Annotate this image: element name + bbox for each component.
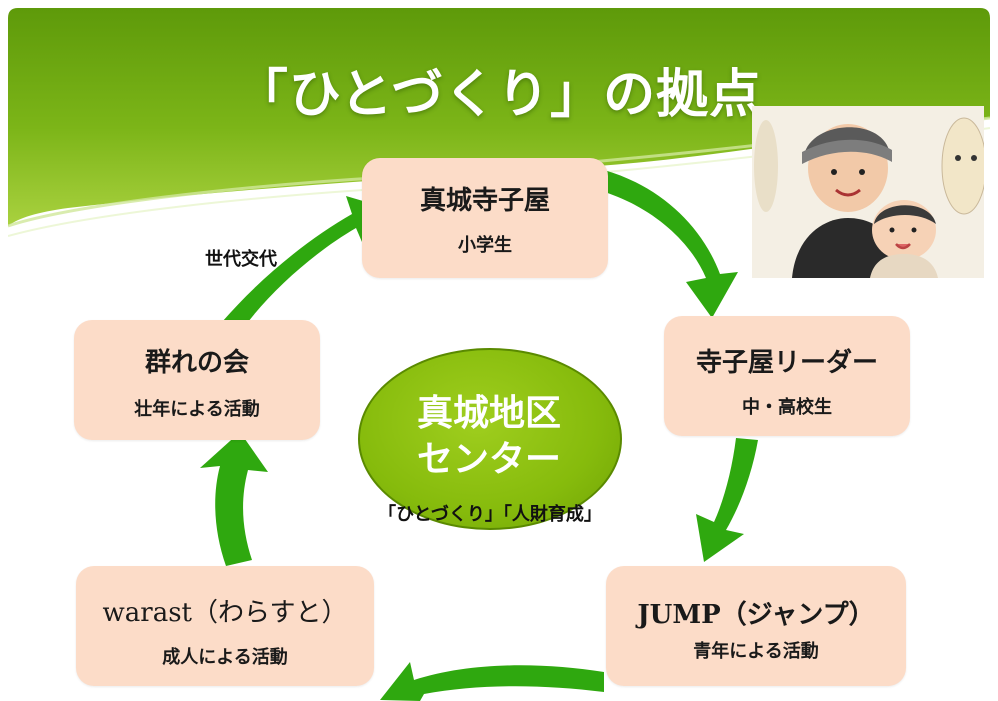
node-subtitle: 壮年による活動: [134, 399, 260, 420]
arrow-leader-to-jump: [696, 438, 758, 562]
arrow-warast-to-mure: [200, 432, 268, 566]
node-subtitle: 小学生: [458, 235, 512, 256]
node-title: JUMP（ジャンプ）: [637, 600, 875, 630]
node-terakoya: 真城寺子屋 小学生: [362, 158, 608, 278]
generation-change-label: 世代交代: [205, 249, 277, 270]
center-caption: 「ひとづくり」「人財育成」: [378, 504, 602, 525]
node-warast: warast（わらすと） 成人による活動: [76, 566, 374, 686]
node-subtitle: 青年による活動: [693, 641, 819, 662]
node-title: 真城寺子屋: [419, 186, 550, 216]
center-line-2: センター: [416, 438, 561, 480]
arrow-mure-to-terakoya: [222, 196, 380, 322]
node-title: warast（わらすと）: [102, 598, 348, 628]
center-ellipse: [358, 348, 622, 530]
arrow-terakoya-to-leader: [598, 170, 738, 318]
mother-and-child-photo: [752, 106, 984, 278]
page-title: 「ひとづくり」の拠点: [235, 64, 763, 125]
arrow-jump-to-warast: [380, 662, 604, 701]
node-mure: 群れの会 壮年による活動: [74, 320, 320, 440]
center-label: 真城地区 センター: [358, 390, 620, 482]
node-jump: JUMP（ジャンプ） 青年による活動: [606, 566, 906, 686]
node-subtitle: 中・高校生: [742, 397, 832, 418]
node-terakoya-leader: 寺子屋リーダー 中・高校生: [664, 316, 910, 436]
node-subtitle: 成人による活動: [162, 647, 288, 668]
node-title: 群れの会: [144, 348, 249, 378]
center-line-1: 真城地区: [416, 392, 561, 434]
node-title: 寺子屋リーダー: [695, 348, 878, 378]
